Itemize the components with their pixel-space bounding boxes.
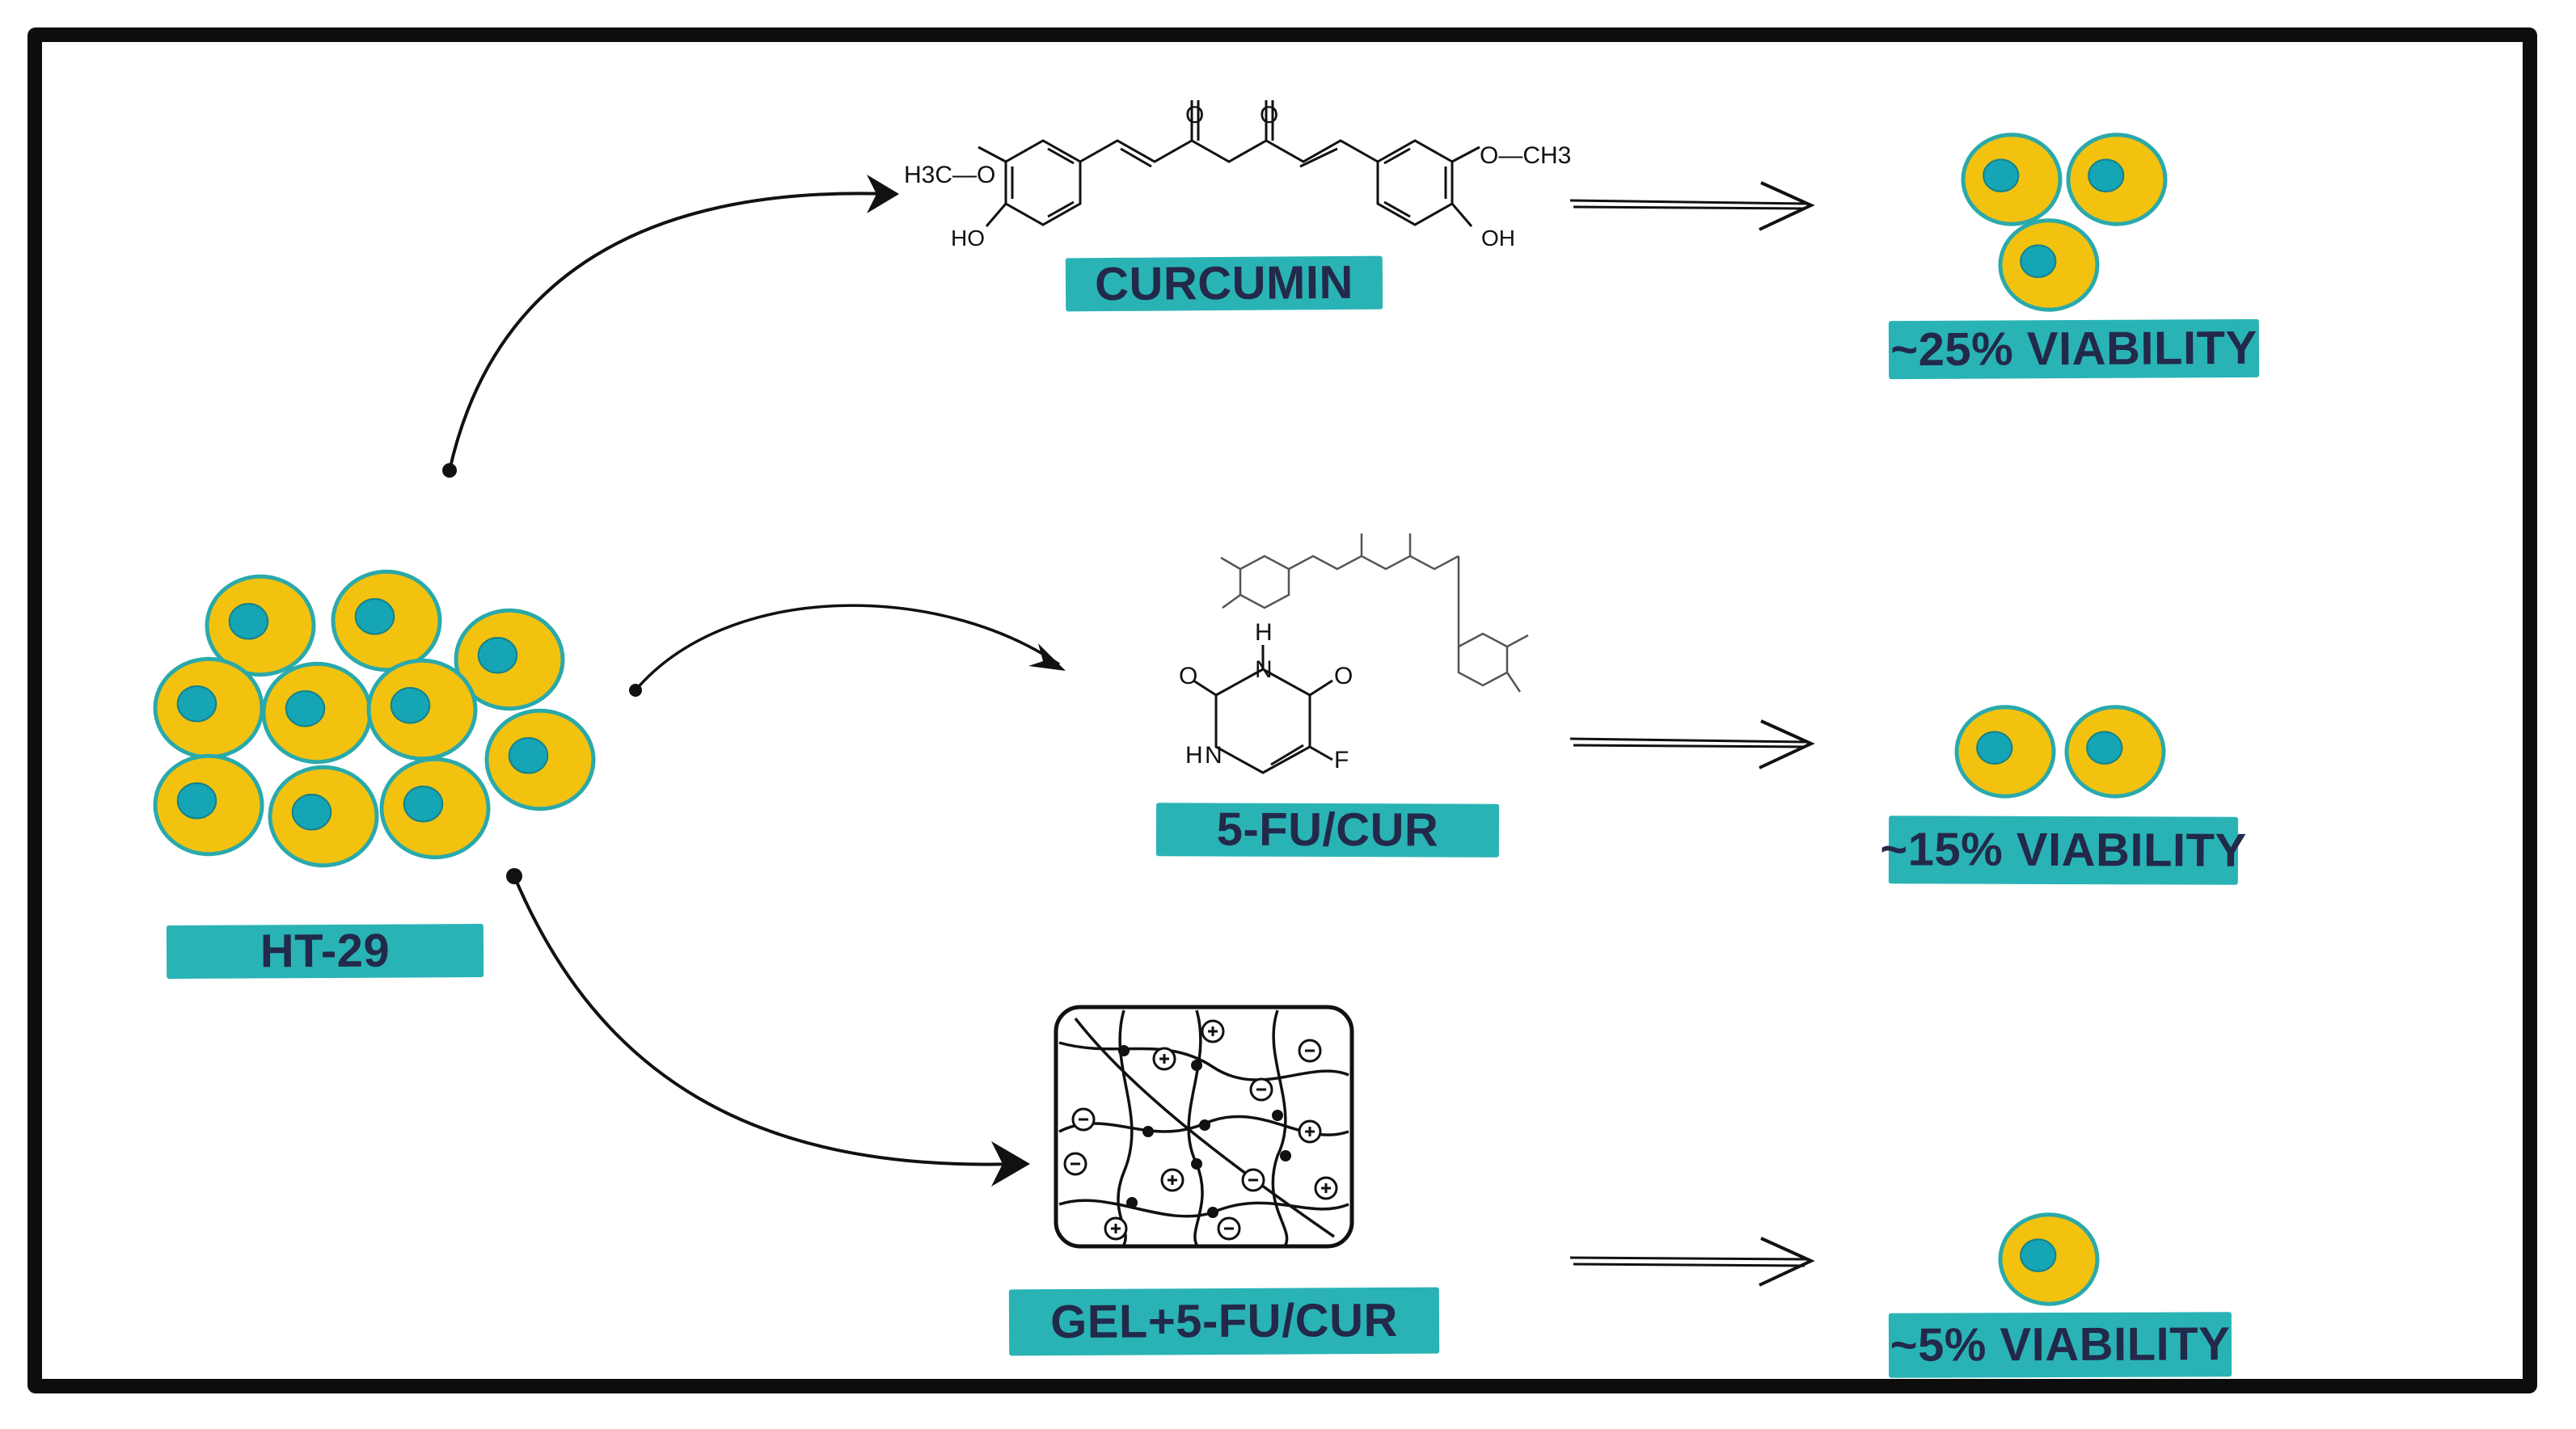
- cell-icon: [1998, 1212, 2100, 1306]
- cell-icon: [366, 658, 478, 761]
- cell-icon: [268, 765, 379, 868]
- chem-label: H3C—O: [904, 162, 995, 188]
- curcumin-structure-icon: [978, 100, 1480, 227]
- 5fu-cur-label: 5-FU/CUR: [1155, 803, 1500, 858]
- chem-label: H: [1185, 742, 1203, 769]
- curcumin-label: CURCUMIN: [1065, 255, 1383, 312]
- chem-label: N: [1205, 742, 1223, 769]
- chem-label: O: [1179, 663, 1197, 689]
- arrowhead-icon: [1759, 719, 1815, 769]
- chem-label: HO: [951, 226, 985, 251]
- chem-label: N: [1255, 656, 1273, 683]
- arrowhead-icon: [991, 1141, 1030, 1187]
- ht29-cell-cluster: [153, 569, 596, 868]
- arrowhead-icon: [1759, 181, 1815, 231]
- result-arrow-3: [1569, 1237, 1815, 1287]
- viability-label-gel: ~5% VIABILITY: [1888, 1312, 2232, 1378]
- curcumin-small-structure-icon: [1220, 533, 1529, 693]
- result-cells-gel: [1998, 1212, 2100, 1306]
- chem-label: O—CH3: [1480, 142, 1571, 169]
- viability-label-5fu-cur: ~15% VIABILITY: [1880, 816, 2247, 885]
- chem-label: O: [1185, 102, 1204, 129]
- chem-label: O: [1260, 102, 1278, 129]
- arrow-to-curcumin: [442, 175, 899, 478]
- fluorouracil-atom-labels: H N O O H N F: [1179, 619, 1353, 774]
- cell-icon: [1954, 705, 2056, 799]
- cell-icon: [2066, 133, 2168, 226]
- cell-icon: [153, 753, 264, 857]
- result-arrow-1: [1569, 181, 1815, 231]
- curcumin-atom-labels: H3C—O HO O O O—CH3 OH: [904, 102, 1571, 251]
- chem-label: OH: [1481, 226, 1515, 251]
- chem-label: H: [1255, 619, 1273, 646]
- chem-label: F: [1334, 747, 1349, 774]
- cell-icon: [205, 574, 316, 677]
- hydrogel-network-icon: [1054, 1005, 1354, 1249]
- arrow-icon: [1569, 737, 1809, 748]
- arrowhead-icon: [1028, 643, 1066, 671]
- cell-icon: [379, 757, 491, 860]
- cell-icon: [2064, 705, 2166, 799]
- result-cells-5fu-cur: [1954, 705, 2166, 799]
- chem-label: O: [1334, 663, 1353, 689]
- gel-5fu-cur-label: GEL+5-FU/CUR: [1008, 1287, 1440, 1356]
- arrow-icon: [1569, 1256, 1809, 1267]
- arrow-icon: [513, 875, 1018, 1166]
- fluorouracil-structure-icon: [1193, 645, 1333, 774]
- cell-icon: [1961, 133, 2063, 226]
- arrowhead-icon: [1759, 1237, 1815, 1287]
- arrow-icon: [1569, 199, 1809, 210]
- cell-icon: [331, 569, 442, 672]
- result-arrow-2: [1569, 719, 1815, 769]
- arrow-icon: [448, 192, 890, 471]
- ht29-label: HT-29: [166, 923, 484, 980]
- arrow-icon: [634, 604, 1060, 692]
- cell-icon: [1998, 218, 2100, 312]
- arrowhead-icon: [867, 175, 899, 213]
- result-cells-curcumin: [1961, 133, 2168, 312]
- viability-label-curcumin: ~25% VIABILITY: [1888, 318, 2260, 380]
- arrow-to-gel: [506, 868, 1030, 1187]
- arrow-to-5fu-cur: [629, 604, 1066, 697]
- cell-icon: [484, 708, 596, 811]
- cell-icon: [153, 656, 264, 760]
- cell-icon: [261, 661, 373, 765]
- cell-icon: [454, 608, 565, 711]
